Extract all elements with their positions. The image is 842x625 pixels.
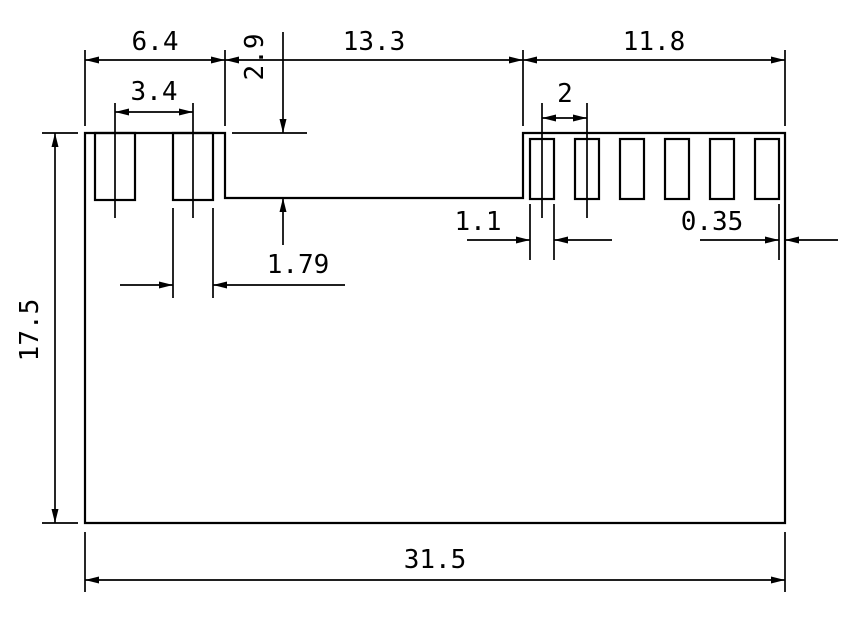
dimensions-group: 6.4 13.3 11.8 2.9 bbox=[15, 27, 838, 592]
dim-left-slot-width: 1.79 bbox=[120, 208, 345, 298]
arrowhead bbox=[179, 108, 193, 116]
right-slot-6 bbox=[753, 137, 781, 201]
arrowhead bbox=[542, 114, 556, 122]
arrowhead bbox=[279, 119, 287, 133]
arrowhead bbox=[523, 56, 537, 64]
arrowhead bbox=[159, 281, 173, 289]
dim-left-slot-width-label: 1.79 bbox=[267, 250, 330, 280]
dim-top-right-width: 11.8 bbox=[523, 27, 785, 64]
dim-left-slot-pitch-label: 3.4 bbox=[131, 77, 178, 107]
arrowhead bbox=[516, 236, 530, 244]
dim-notch-width: 13.3 bbox=[225, 27, 523, 64]
right-slot-4 bbox=[663, 137, 691, 201]
right-slot-3 bbox=[618, 137, 646, 201]
dim-right-slot-pitch: 2 bbox=[541, 79, 588, 218]
dim-right-slot-width: 1.1 bbox=[455, 204, 612, 260]
dim-top-left-width: 6.4 bbox=[85, 27, 225, 64]
arrowhead bbox=[115, 108, 129, 116]
dim-right-edge-gap-label: 0.35 bbox=[681, 207, 744, 237]
arrowhead bbox=[785, 236, 799, 244]
dim-notch-width-label: 13.3 bbox=[343, 27, 406, 57]
dim-right-slot-width-label: 1.1 bbox=[455, 207, 502, 237]
arrowhead bbox=[211, 56, 225, 64]
arrowhead bbox=[85, 576, 99, 584]
dim-notch-depth-label: 2.9 bbox=[240, 34, 270, 81]
dim-total-width: 31.5 bbox=[84, 532, 786, 592]
arrowhead bbox=[509, 56, 523, 64]
dim-total-width-label: 31.5 bbox=[404, 545, 467, 575]
arrowhead bbox=[554, 236, 568, 244]
dim-left-slot-pitch: 3.4 bbox=[114, 77, 194, 218]
dim-total-height: 17.5 bbox=[15, 132, 78, 524]
dim-notch-depth: 2.9 bbox=[232, 32, 307, 245]
arrowhead bbox=[765, 236, 779, 244]
dim-total-height-label: 17.5 bbox=[15, 299, 45, 362]
dim-top-left-width-label: 6.4 bbox=[132, 27, 179, 57]
right-slot-5 bbox=[708, 137, 736, 201]
arrowhead bbox=[573, 114, 587, 122]
dim-top-right-width-label: 11.8 bbox=[623, 27, 686, 57]
arrowhead bbox=[771, 576, 785, 584]
arrowhead bbox=[225, 56, 239, 64]
part-outline bbox=[83, 131, 787, 525]
arrowhead bbox=[771, 56, 785, 64]
dim-right-edge-gap: 0.35 bbox=[681, 204, 838, 260]
arrowhead bbox=[213, 281, 227, 289]
arrowhead bbox=[279, 198, 287, 212]
dim-right-slot-pitch-label: 2 bbox=[557, 79, 573, 109]
arrowhead bbox=[51, 133, 59, 147]
arrowhead bbox=[85, 56, 99, 64]
arrowhead bbox=[51, 509, 59, 523]
